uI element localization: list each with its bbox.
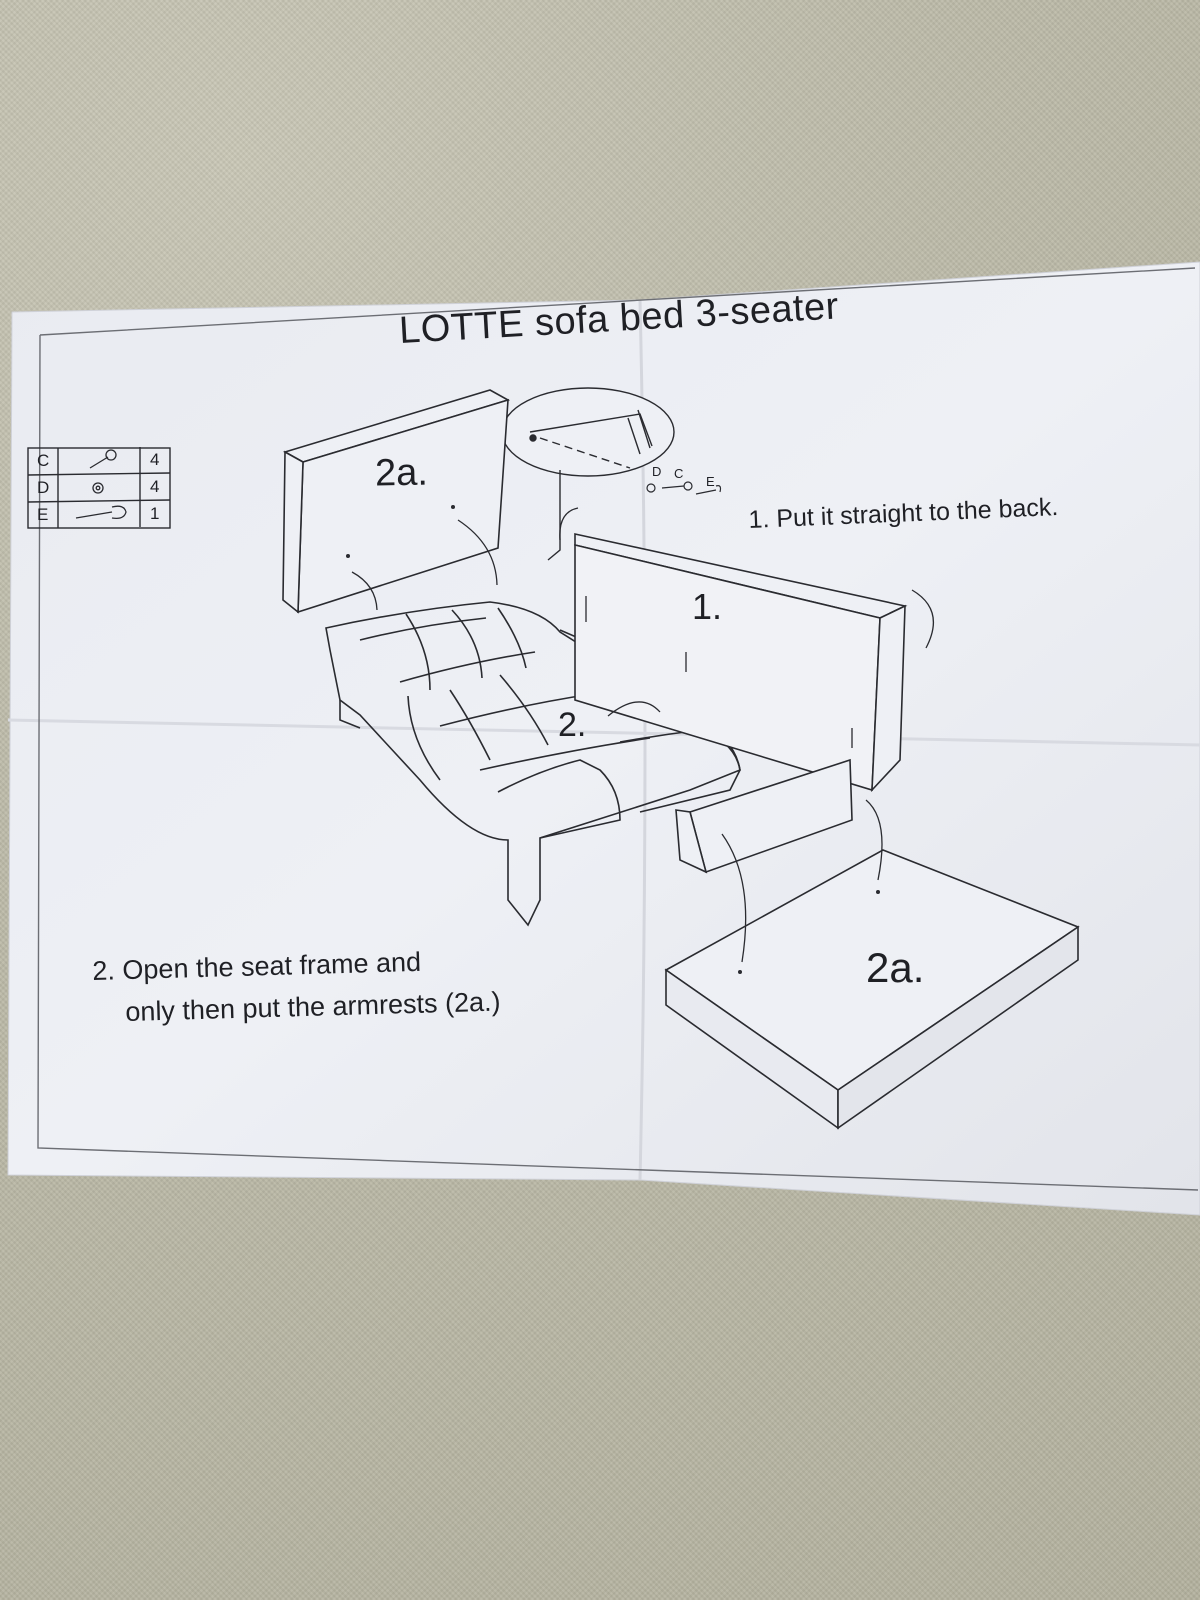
armrest-hole-right	[876, 890, 880, 894]
backrest-2a-drawing	[282, 389, 511, 614]
arrow-back-top	[559, 507, 579, 541]
page-border	[37, 267, 1199, 1191]
wrench-icon	[75, 505, 127, 520]
backrest-hole-left	[346, 554, 350, 558]
washer-icon	[92, 482, 104, 494]
arrow-armrest-right	[865, 799, 883, 881]
bolt-icon	[89, 449, 117, 469]
label-back-step: 1.	[692, 586, 723, 627]
parts-row-d-qty: 4	[150, 477, 160, 496]
base-frame-drawing	[675, 758, 853, 874]
callout-label-e: E	[706, 474, 715, 489]
fold-line-horizontal	[7, 718, 1200, 747]
parts-row-d-letter: D	[37, 478, 50, 497]
label-backrest-part: 2a.	[374, 451, 429, 495]
arrow-armrest-left	[721, 833, 747, 963]
arrow-back-side	[911, 589, 934, 649]
arrow-backrest-left	[351, 571, 378, 611]
hardware-callout-icons	[646, 481, 722, 495]
backrest-hole-right	[451, 505, 455, 509]
parts-row-e-qty: 1	[150, 504, 160, 523]
parts-row-e-letter: E	[37, 505, 49, 524]
armrest-hole-left	[738, 970, 742, 974]
label-seat-step: 2.	[558, 706, 587, 744]
arrow-seat-open	[607, 701, 661, 717]
detail-callout	[501, 387, 675, 561]
arrow-backrest-right	[457, 519, 498, 586]
callout-label-c: C	[674, 466, 684, 481]
parts-row-c-qty: 4	[150, 450, 160, 469]
label-armrest-part: 2a.	[866, 944, 925, 991]
parts-row-c-letter: C	[37, 451, 50, 470]
parts-table-grid	[27, 447, 171, 529]
back-frame-1-drawing	[574, 533, 908, 793]
armrest-2a-drawing	[664, 849, 1080, 1130]
callout-label-d: D	[652, 464, 662, 479]
